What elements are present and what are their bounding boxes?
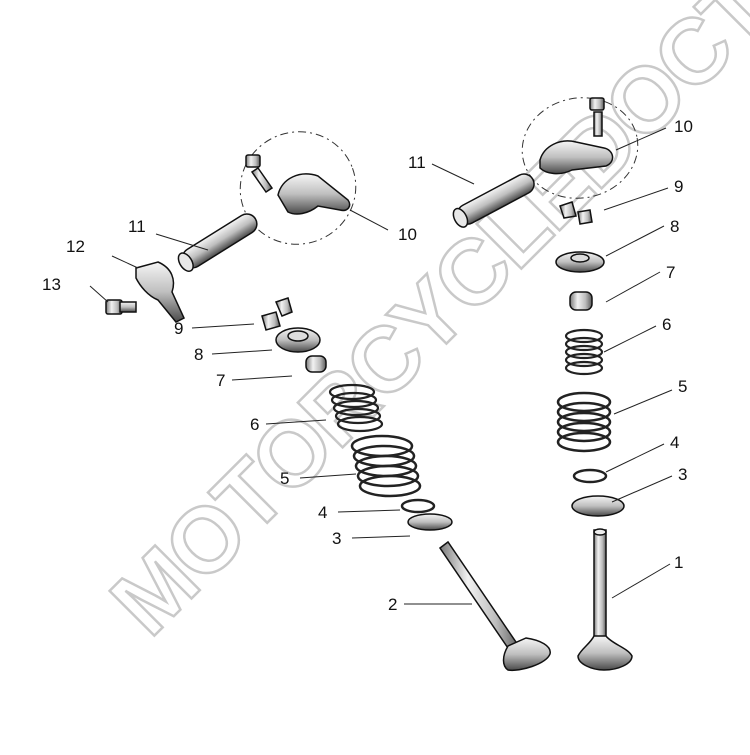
left-rocker-dashed-outline: [239, 131, 357, 245]
left-valve-cotter-a: [274, 297, 293, 317]
left-rocker-shaft: [177, 213, 258, 272]
retaining-plate: [135, 261, 185, 323]
right-rocker-arm-group: [521, 97, 639, 199]
callout-right-retainer: 8: [670, 217, 679, 236]
right-valve-cotter-a: [559, 201, 577, 219]
right-spring-retainer: [555, 251, 605, 273]
callout-right-washer: 4: [670, 433, 679, 452]
right-outer-spring: [556, 391, 612, 453]
callout-left-seat: 3: [332, 529, 341, 548]
left-adjust-nut: [245, 154, 261, 168]
callout-left-cotter: 9: [174, 319, 183, 338]
left-spring-washer: [400, 498, 436, 514]
left-valve: [438, 540, 551, 672]
callout-left-inner-spring: 6: [250, 415, 259, 434]
callout-labels: 1 2 3 4 5 6 7 8 9 10 11 3 4 5 6 7 8 9 10…: [42, 117, 693, 614]
right-rocker-shaft: [452, 173, 535, 228]
leader-lines: [89, 127, 673, 605]
left-rocker-arm: [277, 173, 351, 215]
callout-right-seat: 3: [678, 465, 687, 484]
callout-right-rocker: 10: [674, 117, 693, 136]
left-valve-cotter-b: [261, 311, 281, 331]
callout-bolt: 13: [42, 275, 61, 294]
right-valve-seal: [569, 291, 593, 311]
left-spring-seat: [407, 513, 453, 531]
right-adjust-screw: [593, 111, 603, 137]
callout-left-shaft: 11: [128, 217, 146, 236]
watermark-text: MOTORCYCLEDOCTOR: [92, 0, 750, 654]
callout-left-rocker: 10: [398, 225, 417, 244]
right-spring-washer: [572, 468, 608, 484]
callout-left-valve: 2: [388, 595, 397, 614]
left-outer-spring: [350, 434, 422, 498]
right-valve: [577, 528, 633, 671]
callout-left-washer: 4: [318, 503, 327, 522]
right-rocker-arm: [539, 140, 614, 175]
bolt: [105, 299, 137, 315]
callout-right-inner-spring: 6: [662, 315, 671, 334]
callout-right-valve: 1: [674, 553, 683, 572]
callout-right-outer-spring: 5: [678, 377, 687, 396]
left-valve-seal: [305, 355, 327, 373]
callout-left-outer-spring: 5: [280, 469, 289, 488]
right-rocker-dashed-outline: [521, 97, 639, 199]
left-rocker-arm-group: [239, 131, 357, 245]
callout-plate: 12: [66, 237, 85, 256]
callout-right-seal: 7: [666, 263, 675, 282]
left-spring-retainer: [275, 327, 321, 353]
right-adjust-nut: [589, 97, 605, 111]
left-inner-spring: [328, 383, 384, 433]
callout-right-shaft: 11: [408, 153, 426, 172]
right-valve-cotter-b: [577, 209, 593, 225]
left-adjust-screw: [250, 166, 274, 194]
callout-left-seal: 7: [216, 371, 225, 390]
right-inner-spring: [564, 328, 604, 376]
callout-right-cotter: 9: [674, 177, 683, 196]
callout-left-retainer: 8: [194, 345, 203, 364]
watermark: MOTORCYCLEDOCTOR: [91, 0, 750, 655]
right-spring-seat: [571, 495, 625, 517]
